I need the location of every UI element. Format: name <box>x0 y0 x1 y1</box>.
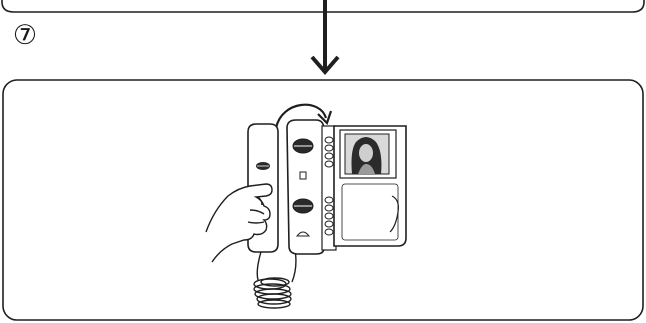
curved-arrow-icon <box>274 103 333 129</box>
step-number-badge: ⑦ <box>12 20 38 51</box>
down-arrow-icon <box>310 0 340 76</box>
intercom-unit <box>286 119 407 255</box>
visitor-image <box>351 137 382 174</box>
hand <box>205 183 273 263</box>
